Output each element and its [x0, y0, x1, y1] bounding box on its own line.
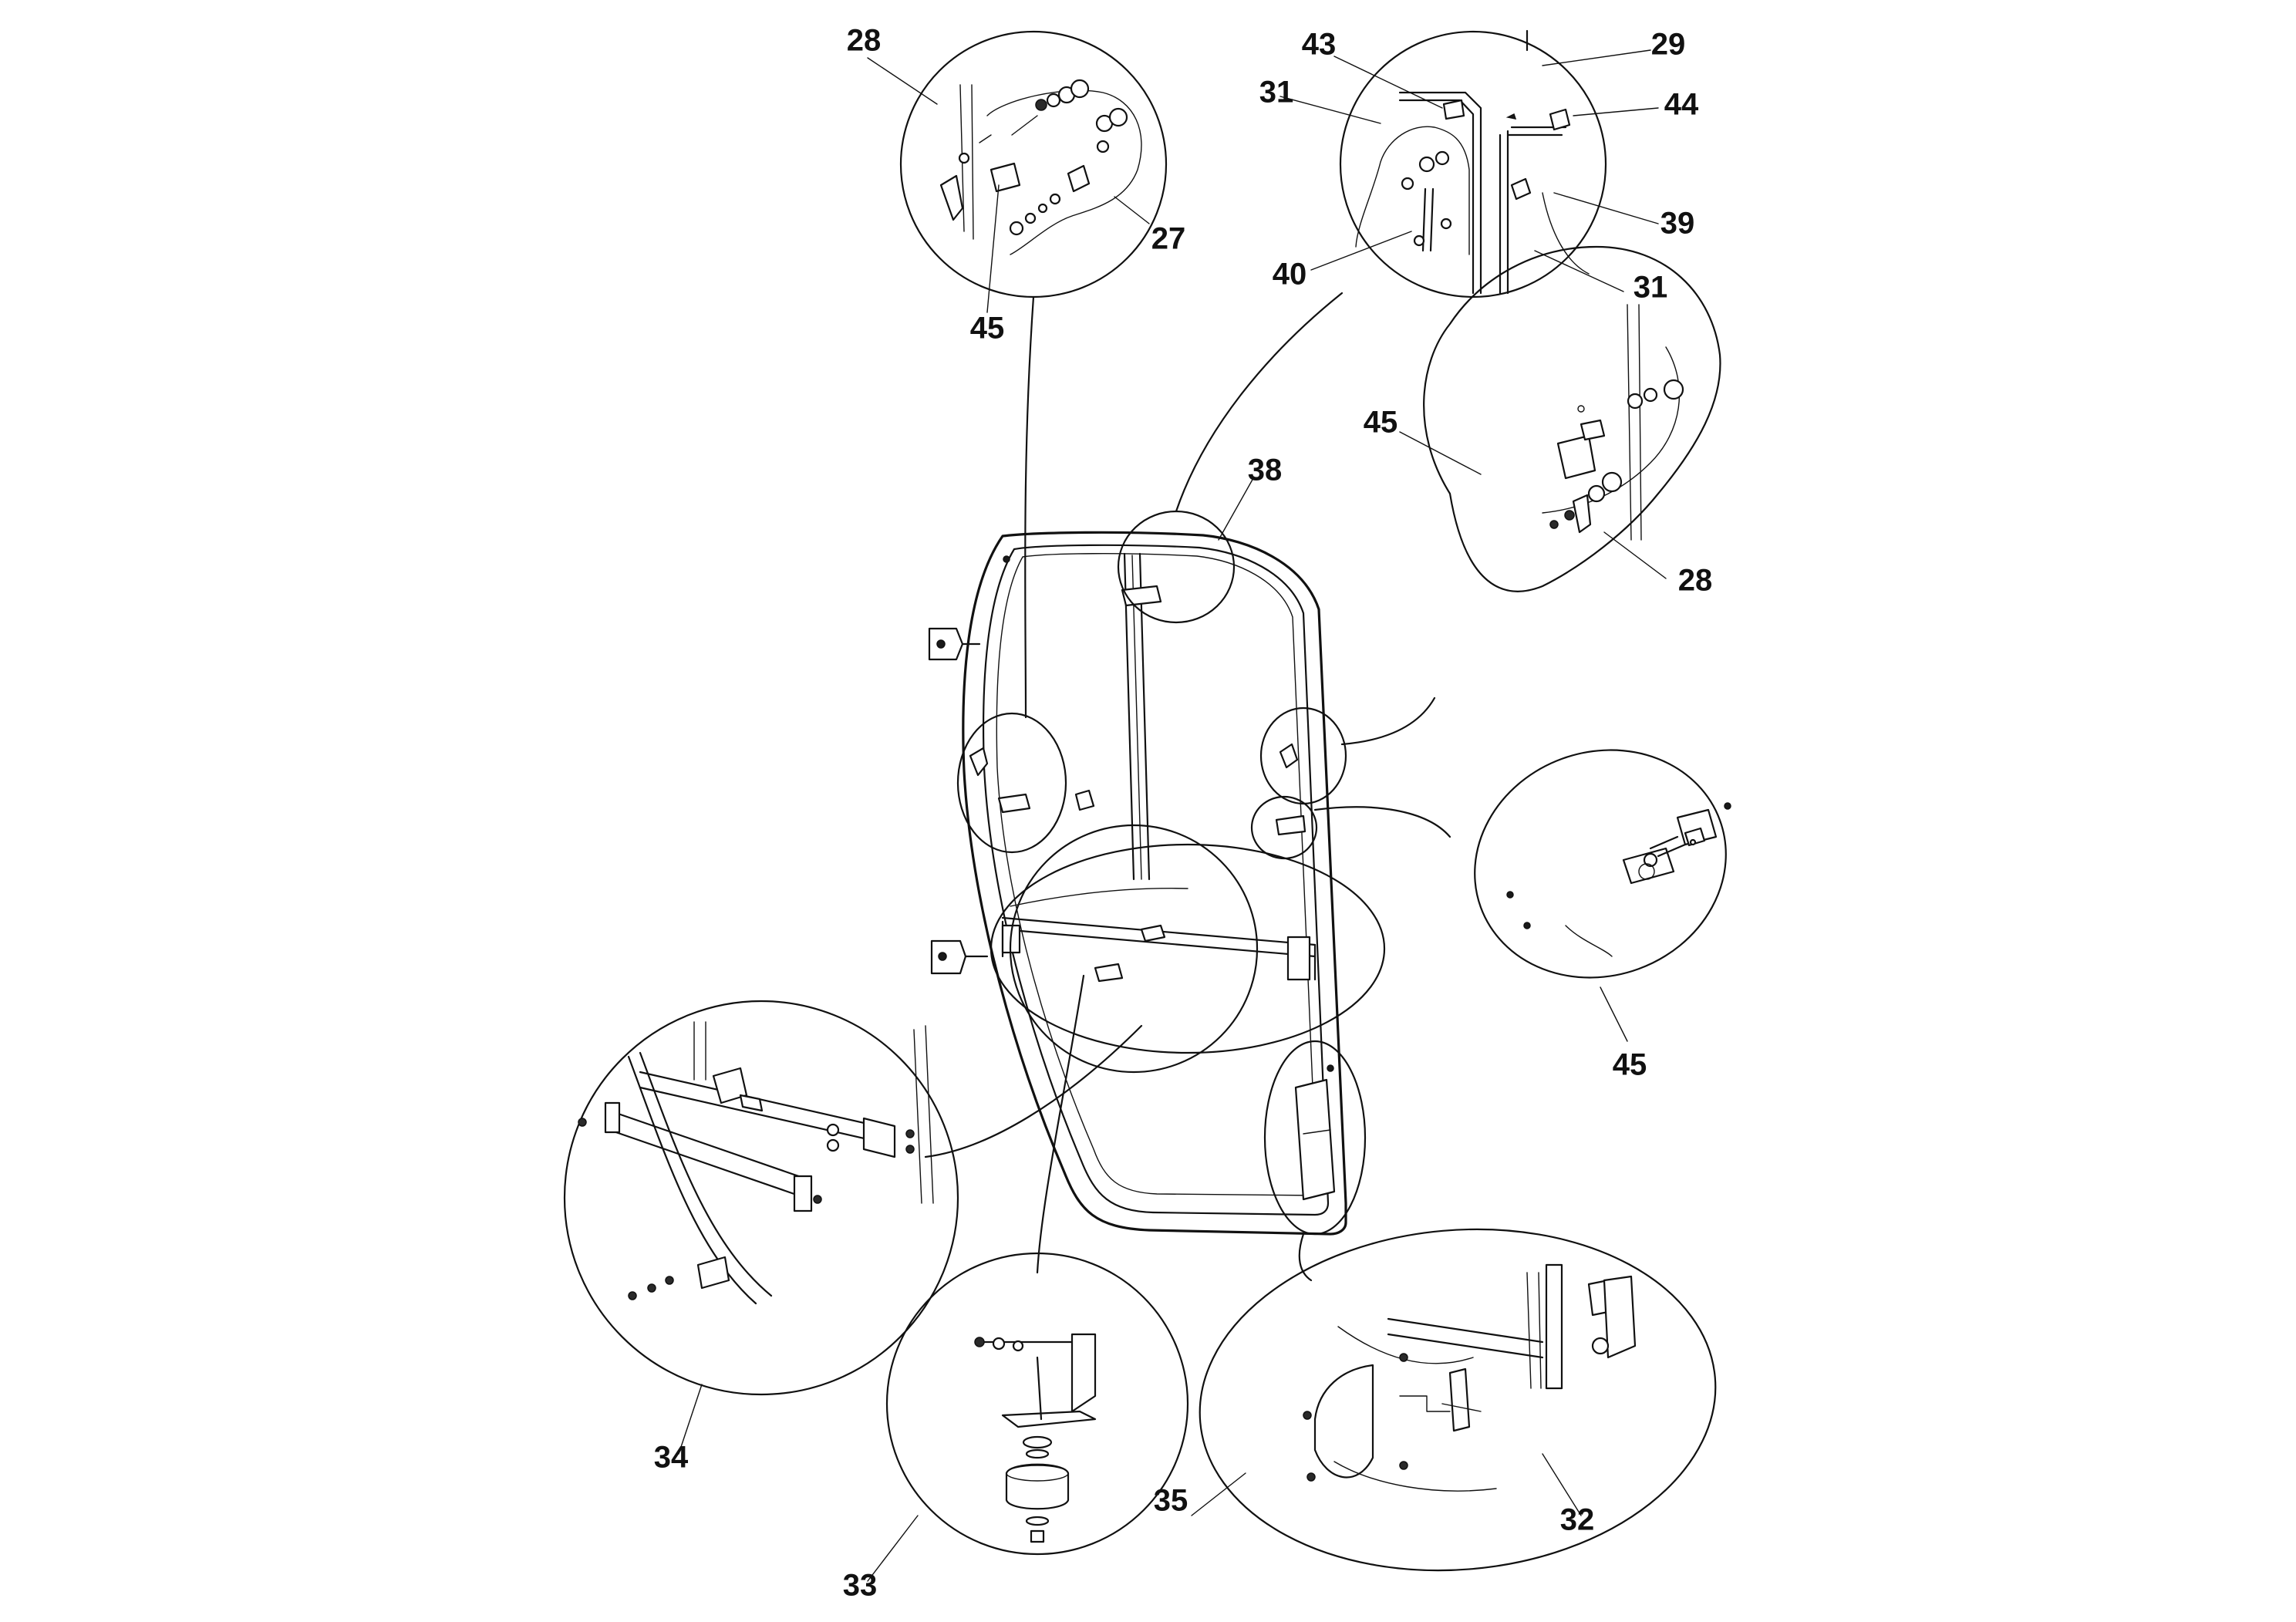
callout-45-mid-right: 45: [1613, 1048, 1647, 1082]
callout-44: 44: [1664, 88, 1699, 122]
callout-31-top: 31: [1259, 76, 1294, 110]
callout-38: 38: [1248, 454, 1283, 487]
detail-top-left: [899, 30, 1168, 298]
callout-labels: 28 45 27 43 29 31 44 39 40 31 45 28 38 4…: [654, 24, 1713, 1603]
callout-28-right: 28: [1678, 564, 1713, 598]
callout-45-top-left: 45: [970, 312, 1005, 346]
callout-39: 39: [1660, 207, 1695, 241]
connector-lines: [924, 292, 1451, 1282]
detail-bottom-left: [563, 1000, 959, 1396]
detail-mid-right: [1474, 749, 1731, 979]
callout-31-bottom: 31: [1633, 271, 1668, 305]
callout-35: 35: [1154, 1484, 1188, 1518]
detail-right-latch: [1423, 245, 1721, 592]
detail-top-right: [1339, 29, 1607, 298]
callout-29: 29: [1651, 28, 1686, 62]
detail-bottom-center: [885, 1252, 1189, 1556]
door-frame: [928, 531, 1347, 1236]
callout-43: 43: [1302, 28, 1337, 62]
callout-34: 34: [654, 1441, 689, 1475]
callout-27: 27: [1151, 222, 1186, 256]
callout-40: 40: [1273, 258, 1307, 292]
detail-markers: [956, 510, 1386, 1236]
callout-32: 32: [1560, 1503, 1595, 1537]
callout-leaders: [678, 49, 1667, 1582]
callout-45-right: 45: [1364, 406, 1398, 440]
detail-bottom-right: [1199, 1228, 1717, 1572]
callout-33: 33: [843, 1569, 878, 1603]
callout-28-top-left: 28: [847, 24, 882, 58]
